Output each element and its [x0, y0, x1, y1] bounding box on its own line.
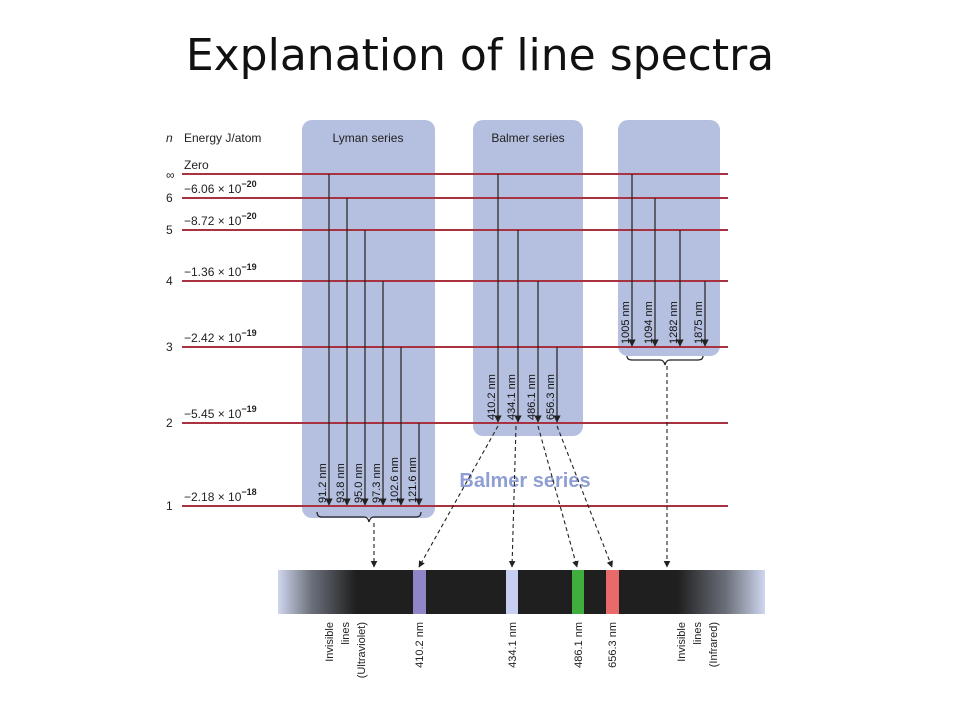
wavelength-label-2-0: 1005 nm	[620, 301, 632, 344]
level-energy-0: Zero	[184, 158, 209, 172]
level-n-1: 6	[166, 191, 173, 205]
level-n-0: ∞	[166, 168, 175, 182]
level-n-5: 2	[166, 416, 173, 430]
label-410nm: 410.2 nm	[414, 622, 426, 668]
level-energy-5: −5.45 × 10−19	[184, 404, 257, 421]
wavelength-label-1-3: 656.3 nm	[545, 374, 557, 420]
paschen-brace	[626, 355, 704, 366]
slide-title: Explanation of line spectra	[185, 30, 775, 81]
band-486nm	[572, 570, 584, 614]
connector-410	[418, 425, 499, 568]
lyman-brace	[316, 511, 422, 523]
wavelength-label-2-3: 1875 nm	[693, 301, 705, 344]
wavelength-label-0-1: 93.8 nm	[335, 463, 347, 503]
wavelength-label-2-1: 1094 nm	[643, 301, 655, 344]
wavelength-label-0-5: 121.6 nm	[407, 457, 419, 503]
ir-label: Invisible	[676, 622, 688, 662]
connector-486	[537, 425, 579, 568]
spectrum-strip	[278, 570, 765, 614]
wavelength-label-0-2: 95.0 nm	[353, 463, 365, 503]
band-434nm	[506, 570, 518, 614]
label-656nm: 656.3 nm	[607, 622, 619, 668]
balmer-series-overlay-label: Balmer series	[459, 470, 590, 492]
connector-434	[508, 425, 517, 568]
level-energy-3: −1.36 × 10−19	[184, 262, 257, 279]
band-410nm	[413, 570, 426, 614]
band-656nm	[606, 570, 619, 614]
label-434nm: 434.1 nm	[507, 622, 519, 668]
level-n-4: 3	[166, 340, 173, 354]
label-486nm: 486.1 nm	[573, 622, 585, 668]
level-n-3: 4	[166, 274, 173, 288]
ir-label-2: lines	[692, 622, 704, 645]
level-energy-1: −6.06 × 10−20	[184, 179, 257, 196]
level-energy-4: −2.42 × 10−19	[184, 328, 257, 345]
energy-levels: ∞ Zero 6 −6.06 × 10−20 5 −8.72 × 10−20 4 −1.36 …	[166, 158, 728, 513]
wavelength-label-0-0: 91.2 nm	[317, 463, 329, 503]
spectrum-connectors	[370, 366, 671, 568]
wavelength-label-0-4: 102.6 nm	[389, 457, 401, 503]
connector-656	[556, 425, 613, 568]
level-energy-6: −2.18 × 10−18	[184, 487, 257, 504]
wavelength-label-1-1: 434.1 nm	[506, 374, 518, 420]
n-column-header: n	[166, 131, 173, 145]
lyman-panel	[302, 120, 435, 518]
wavelength-label-1-2: 486.1 nm	[526, 374, 538, 420]
balmer-series-title: Balmer series	[491, 131, 564, 145]
uv-label-3: (Ultraviolet)	[356, 622, 368, 678]
transition-arrows: 91.2 nm 93.8 nm 95.0 nm 97.3 nm 102.6 nm 121.…	[317, 174, 709, 506]
lyman-series-title: Lyman series	[333, 131, 404, 145]
wavelength-label-1-0: 410.2 nm	[486, 374, 498, 420]
level-energy-2: −8.72 × 10−20	[184, 211, 257, 228]
level-n-6: 1	[166, 499, 173, 513]
wavelength-label-2-2: 1282 nm	[668, 301, 680, 344]
ir-label-3: (Infrared)	[708, 622, 720, 667]
level-n-2: 5	[166, 223, 173, 237]
spectrum-labels: Invisible lines (Ultraviolet) 410.2 nm 4…	[324, 622, 720, 679]
energy-column-header: Energy J/atom	[184, 131, 261, 145]
uv-label: Invisible	[324, 622, 336, 662]
uv-label-2: lines	[340, 622, 352, 645]
wavelength-label-0-3: 97.3 nm	[371, 463, 383, 503]
paschen-panel	[618, 120, 720, 356]
